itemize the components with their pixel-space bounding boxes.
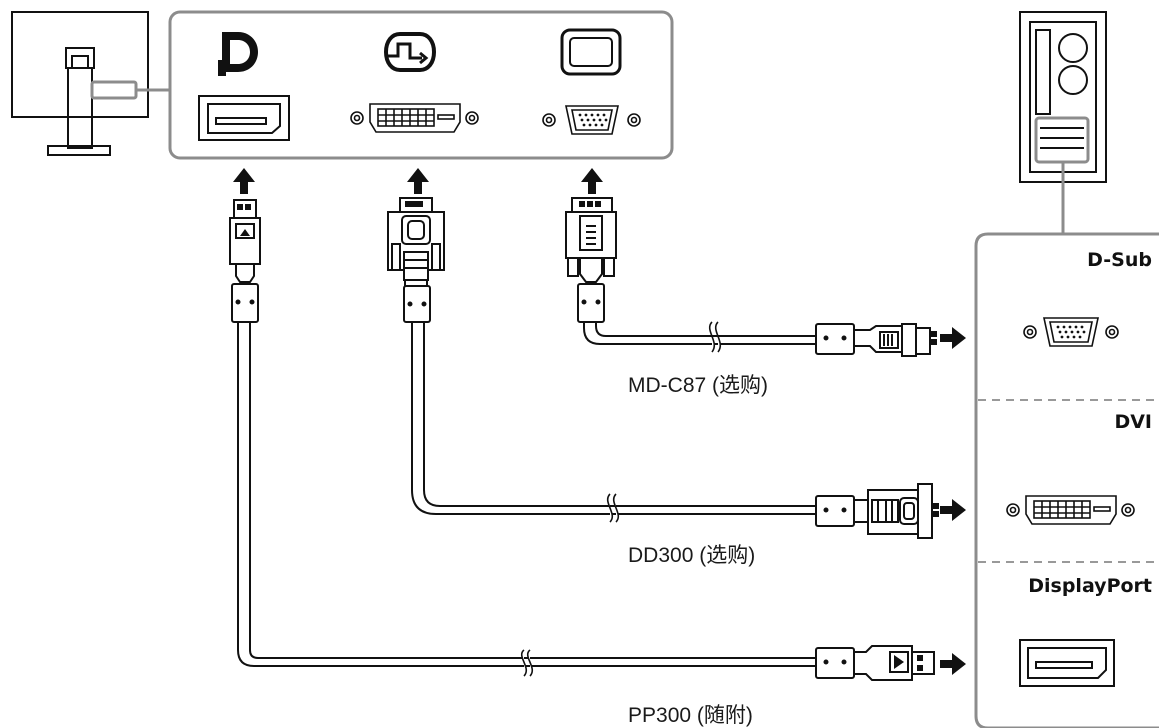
vga-plug-pc-side [815,323,937,357]
displayport-port-icon [1019,639,1115,687]
dp-plug-monitor-side [229,199,261,323]
monitor-illustration [11,11,149,156]
cable-lines [237,322,818,667]
vga-port-icon [1023,317,1119,347]
cable-label-vga: MD-C87 (选购) [628,374,768,397]
cable-label-dvi: DD300 (选购) [628,544,755,567]
vga-port-icon [542,105,641,135]
dvi-plug-monitor-side [387,197,445,323]
arrow-right-icon [940,327,966,675]
analog-input-icon [560,28,622,76]
dvi-port-icon [1006,495,1135,525]
displayport-logo-icon [218,32,258,76]
digital-input-icon [383,32,437,72]
pc-port-panel [974,232,1159,728]
dp-plug-pc-side [815,645,935,681]
cable-break-marks [520,321,722,677]
vga-plug-monitor-side [565,197,617,323]
arrow-up-icon [233,168,603,194]
cable-label-dp: PP300 (随附) [628,704,753,727]
dvi-plug-pc-side [815,483,939,539]
dvi-port-icon [350,103,479,133]
section-label-dsub: D-Sub [1087,249,1152,271]
section-label-displayport: DisplayPort [1028,575,1152,597]
pc-tower-illustration [1019,11,1107,183]
displayport-port-icon [198,95,290,141]
section-label-dvi: DVI [1114,411,1152,433]
